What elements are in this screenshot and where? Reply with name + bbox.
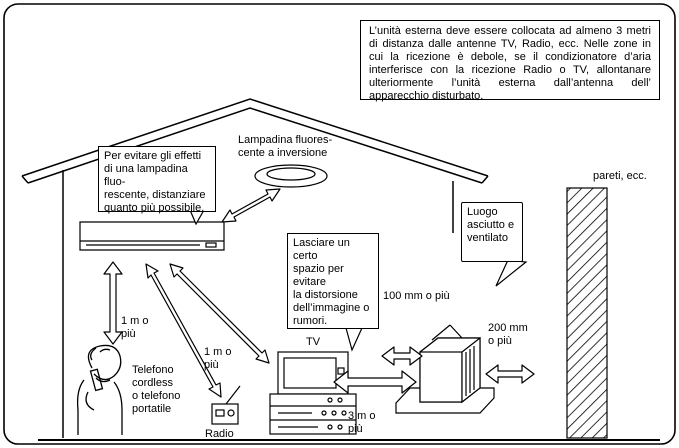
space-advice-callout: Lasciare un certo spazio per evitare la …	[287, 233, 379, 329]
distance-100mm: 100 mm o più	[383, 290, 450, 302]
fluorescent-advice-callout: Per evitare gli effetti di una lampadina…	[98, 146, 216, 214]
tv-set	[269, 351, 357, 435]
walls-label: pareti, ecc.	[593, 170, 647, 182]
fluorescent-lamp	[254, 164, 328, 188]
phone-label: Telefono cordless o telefono portatile	[132, 364, 181, 415]
distance-1m-center: 1 m o più	[204, 346, 232, 371]
person-with-phone	[76, 344, 123, 435]
distance-1m-left: 1 m o più	[121, 315, 149, 340]
radio-device	[211, 385, 241, 425]
distance-200mm: 200 mm o più	[488, 322, 528, 347]
dry-place-callout: Luogo asciutto e ventilato	[461, 202, 523, 262]
indoor-unit	[79, 221, 225, 251]
outdoor-unit	[395, 324, 495, 414]
lamp-label: Lampadina fluores- cente a inversione	[238, 134, 333, 159]
distance-3m: 3 m o più	[348, 410, 376, 435]
wall	[566, 187, 608, 439]
tv-label: TV	[306, 336, 321, 348]
distance-arrows	[103, 188, 535, 398]
outer-frame	[3, 3, 676, 445]
radio-label: Radio	[205, 428, 234, 440]
notice-box: L’unità esterna deve essere collocata ad…	[360, 20, 660, 102]
